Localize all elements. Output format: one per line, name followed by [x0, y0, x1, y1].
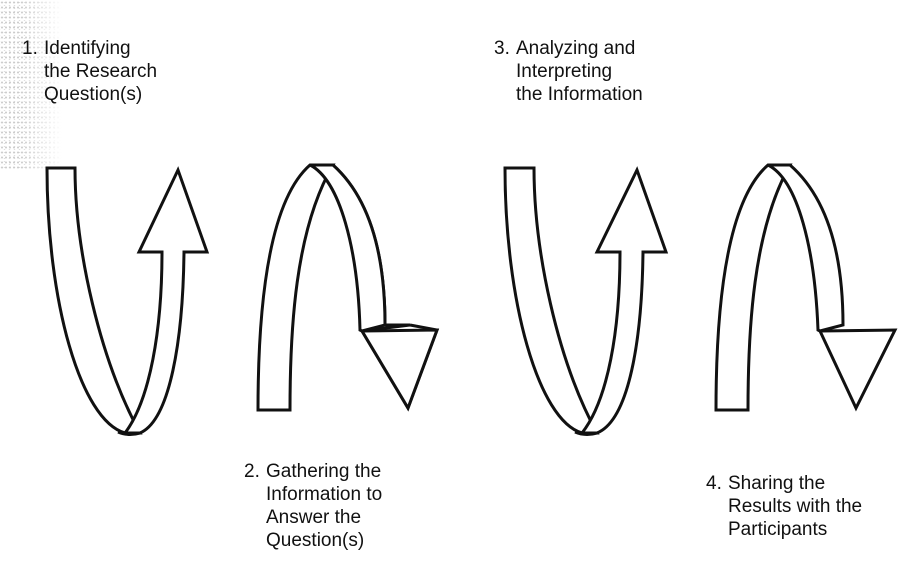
step-text-line: the Information: [516, 84, 643, 105]
arch-down-arrow-icon: [714, 163, 898, 412]
step-text-line: Results with the: [728, 496, 863, 517]
step-number: 1.: [22, 38, 38, 59]
step-1-label: 1. Identifying the Research Question(s): [22, 37, 157, 106]
step-text-line: Interpreting: [516, 61, 613, 82]
step-text-line: Question(s): [266, 530, 365, 551]
u-turn-up-arrow-icon: [45, 166, 210, 436]
step-text-line: Participants: [728, 519, 828, 540]
step-text-line: Information to: [266, 484, 383, 505]
scan-noise: [0, 0, 62, 170]
step-text-line: Sharing the: [728, 473, 826, 494]
step-4-label: 4. Sharing the Results with the Participa…: [706, 472, 862, 541]
step-2-label: 2. Gathering the Information to Answer th…: [244, 460, 382, 552]
step-number: 2.: [244, 461, 260, 482]
step-text-line: the Research: [44, 61, 158, 82]
step-text-line: Question(s): [44, 84, 143, 105]
step-number: 3.: [494, 38, 510, 59]
step-3-label: 3. Analyzing and Interpreting the Informa…: [494, 37, 643, 106]
step-text-line: Answer the: [266, 507, 362, 528]
step-number: 4.: [706, 473, 722, 494]
u-turn-up-arrow-icon: [503, 166, 669, 436]
step-text-line: Gathering the: [266, 461, 382, 482]
step-text-line: Identifying: [44, 38, 131, 59]
step-text-line: Analyzing and: [516, 38, 636, 59]
arch-down-arrow-icon: [256, 163, 440, 412]
